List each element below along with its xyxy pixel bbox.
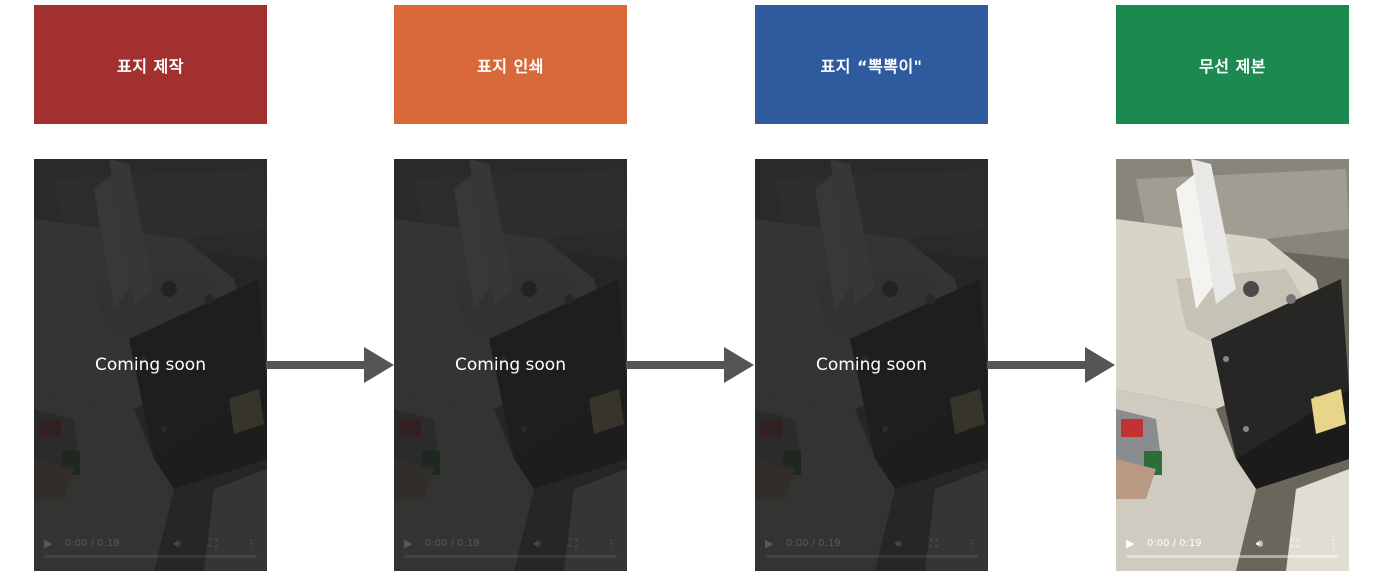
video-controls: ▶ 0:00 / 0:19 🔊︎ ⛶ ⋮ bbox=[755, 525, 988, 571]
right-arrow-icon bbox=[266, 347, 394, 383]
step-header-cover-bubble: 표지 “뽁뽁이" bbox=[755, 5, 988, 124]
video-player-cover-print[interactable]: Coming soon ▶ 0:00 / 0:19 🔊︎ ⛶ ⋮ bbox=[394, 159, 627, 571]
dim-overlay bbox=[34, 159, 267, 571]
coming-soon-label: Coming soon bbox=[95, 355, 206, 375]
more-options-icon[interactable]: ⋮ bbox=[246, 537, 257, 550]
fullscreen-icon[interactable]: ⛶ bbox=[209, 537, 217, 550]
progress-bar[interactable] bbox=[44, 555, 257, 558]
fullscreen-icon[interactable]: ⛶ bbox=[930, 537, 938, 550]
right-arrow-icon bbox=[626, 347, 754, 383]
step-label: 표지 “뽁뽁이" bbox=[820, 56, 923, 76]
video-controls: ▶ 0:00 / 0:19 🔊︎ ⛶ ⋮ bbox=[394, 525, 627, 571]
video-frame bbox=[1116, 159, 1349, 571]
play-icon[interactable]: ▶ bbox=[404, 537, 413, 550]
video-player-cover-design[interactable]: Coming soon ▶ 0:00 / 0:19 🔊︎ ⛶ ⋮ bbox=[34, 159, 267, 571]
video-controls: ▶ 0:00 / 0:19 🔊︎ ⛶ ⋮ bbox=[34, 525, 267, 571]
time-display: 0:00 / 0:19 bbox=[425, 538, 480, 549]
play-icon[interactable]: ▶ bbox=[1126, 537, 1135, 550]
more-options-icon[interactable]: ⋮ bbox=[606, 537, 617, 550]
dim-overlay bbox=[394, 159, 627, 571]
volume-icon[interactable]: 🔊︎ bbox=[534, 537, 541, 550]
fullscreen-icon[interactable]: ⛶ bbox=[1291, 537, 1299, 550]
time-display: 0:00 / 0:19 bbox=[1147, 538, 1202, 549]
coming-soon-label: Coming soon bbox=[455, 355, 566, 375]
play-icon[interactable]: ▶ bbox=[765, 537, 774, 550]
progress-bar[interactable] bbox=[1126, 555, 1339, 558]
volume-icon[interactable]: 🔊︎ bbox=[895, 537, 902, 550]
step-header-perfect-binding: 무선 제본 bbox=[1116, 5, 1349, 124]
play-icon[interactable]: ▶ bbox=[44, 537, 53, 550]
progress-bar[interactable] bbox=[404, 555, 617, 558]
time-display: 0:00 / 0:19 bbox=[786, 538, 841, 549]
more-options-icon[interactable]: ⋮ bbox=[1328, 537, 1339, 550]
right-arrow-icon bbox=[987, 347, 1115, 383]
video-player-perfect-binding[interactable]: ▶ 0:00 / 0:19 🔊︎ ⛶ ⋮ bbox=[1116, 159, 1349, 571]
step-label: 표지 제작 bbox=[117, 56, 184, 76]
step-header-cover-print: 표지 인쇄 bbox=[394, 5, 627, 124]
step-header-cover-design: 표지 제작 bbox=[34, 5, 267, 124]
step-label: 무선 제본 bbox=[1199, 56, 1266, 76]
time-display: 0:00 / 0:19 bbox=[65, 538, 120, 549]
video-controls: ▶ 0:00 / 0:19 🔊︎ ⛶ ⋮ bbox=[1116, 525, 1349, 571]
volume-icon[interactable]: 🔊︎ bbox=[174, 537, 181, 550]
step-label: 표지 인쇄 bbox=[477, 56, 544, 76]
fullscreen-icon[interactable]: ⛶ bbox=[569, 537, 577, 550]
dim-overlay bbox=[755, 159, 988, 571]
video-player-cover-bubble[interactable]: Coming soon ▶ 0:00 / 0:19 🔊︎ ⛶ ⋮ bbox=[755, 159, 988, 571]
volume-icon[interactable]: 🔊︎ bbox=[1256, 537, 1263, 550]
progress-bar[interactable] bbox=[765, 555, 978, 558]
more-options-icon[interactable]: ⋮ bbox=[967, 537, 978, 550]
coming-soon-label: Coming soon bbox=[816, 355, 927, 375]
